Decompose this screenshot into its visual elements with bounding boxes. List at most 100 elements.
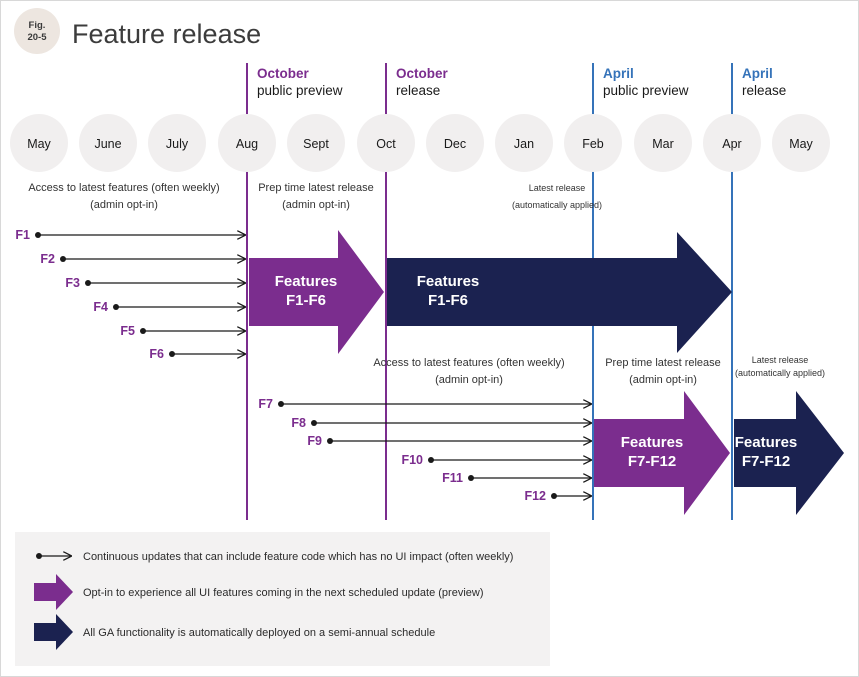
note-bottom-access: Access to latest features (often weekly)… [373,357,564,386]
feature-row-label: F9 [307,434,322,448]
note-line2: (admin opt-in) [282,199,350,211]
flow-arrow-line1: Features [735,434,798,451]
milestone-label-line1: October [396,66,449,81]
month-chip: Mar [634,114,692,172]
feature-row: F8 [291,416,591,430]
note-line2: (admin opt-in) [90,199,158,211]
note-line2: (automatically applied) [735,368,825,378]
feature-row-label: F10 [401,453,423,467]
note-line1: Access to latest features (often weekly) [373,357,564,369]
month-label: Oct [376,137,396,151]
legend-panel: Continuous updates that can include feat… [15,532,550,666]
month-timeline: May June July Aug Sept Oct Dec Jan Feb M… [10,114,830,172]
feature-row-label: F5 [120,324,135,338]
legend-item-label: Opt-in to experience all UI features com… [83,587,484,599]
note-top-access: Access to latest features (often weekly)… [28,182,219,211]
legend-item-opt-in-preview: Opt-in to experience all UI features com… [34,574,484,610]
feature-row: F7 [258,397,591,411]
note-line1: Prep time latest release [605,357,721,369]
flow-arrow-line2: F7-F12 [742,453,790,470]
feature-row-label: F3 [65,276,80,290]
month-chip: May [772,114,830,172]
feature-row: F10 [401,453,591,467]
month-label: Aug [236,137,258,151]
month-label: Dec [444,137,466,151]
feature-row: F2 [40,252,245,266]
month-chip: Apr [703,114,761,172]
feature-row: F6 [149,347,245,361]
flow-arrow-line2: F1-F6 [286,292,326,309]
note-bottom-prep: Prep time latest release (admin opt-in) [605,357,721,386]
month-label: May [27,137,51,151]
feature-row: F1 [15,228,245,242]
feature-row: F5 [120,324,245,338]
feature-row: F4 [93,300,245,314]
month-chip: June [79,114,137,172]
note-top-prep: Prep time latest release (admin opt-in) [258,182,374,211]
feature-row: F11 [442,471,591,485]
milestone-label-line1: April [742,66,773,81]
legend-item-ga-deployment: All GA functionality is automatically de… [34,614,435,650]
feature-row-label: F1 [15,228,30,242]
flow-arrow-line1: Features [275,273,338,290]
feature-row-label: F4 [93,300,108,314]
feature-row: F9 [307,434,591,448]
feature-row-label: F7 [258,397,273,411]
figure-badge-line2: 20-5 [27,32,47,43]
month-label: Jan [514,137,534,151]
month-label: July [166,137,189,151]
note-bottom-latest: Latest release (automatically applied) [735,355,825,378]
feature-row-label: F11 [442,471,463,485]
month-label: Mar [652,137,674,151]
note-line2: (automatically applied) [512,200,602,210]
figure-badge-line1: Fig. [29,20,46,31]
navy-arrow-icon [34,614,73,650]
milestone-label-line2: release [396,83,440,98]
feature-row: F12 [524,489,591,503]
month-chip: Sept [287,114,345,172]
month-chip: Feb [564,114,622,172]
month-chip: May [10,114,68,172]
month-label: Apr [722,137,741,151]
note-line1: Latest release [529,183,586,193]
legend-item-continuous-updates: Continuous updates that can include feat… [36,551,513,563]
flow-arrow-line2: F1-F6 [428,292,468,309]
flow-arrow-release-f1-f6: Features F1-F6 [387,232,732,353]
figure-badge: Fig. 20-5 [14,8,60,54]
milestone-label-line2: public preview [603,83,689,98]
milestone-label-line1: April [603,66,634,81]
page-title: Feature release [72,19,261,49]
flow-arrow-release-f7-f12: Features F7-F12 [734,391,844,515]
flow-arrow-line2: F7-F12 [628,453,676,470]
flow-arrow-preview-f7-f12: Features F7-F12 [594,391,730,515]
note-line1: Prep time latest release [258,182,374,194]
note-top-latest: Latest release (automatically applied) [512,183,602,210]
flow-arrow-line1: Features [417,273,480,290]
month-chip: Jan [495,114,553,172]
purple-arrow-icon [34,574,73,610]
note-line2: (admin opt-in) [629,374,697,386]
month-chip: July [148,114,206,172]
milestone-label-line1: October [257,66,310,81]
feature-row-label: F6 [149,347,164,361]
flow-arrow-preview-f1-f6: Features F1-F6 [249,230,384,354]
month-chip: Dec [426,114,484,172]
month-label: Sept [303,137,329,151]
milestone-label-line2: public preview [257,83,343,98]
note-line1: Access to latest features (often weekly) [28,182,219,194]
feature-row-label: F2 [40,252,55,266]
legend-item-label: All GA functionality is automatically de… [83,627,435,639]
legend-item-label: Continuous updates that can include feat… [83,551,513,563]
feature-row: F3 [65,276,245,290]
month-label: Feb [582,137,604,151]
month-label: June [94,137,121,151]
note-line1: Latest release [752,355,809,365]
feature-row-label: F8 [291,416,306,430]
month-chip: Oct [357,114,415,172]
note-line2: (admin opt-in) [435,374,503,386]
month-label: May [789,137,813,151]
milestone-label-line2: release [742,83,786,98]
month-chip: Aug [218,114,276,172]
